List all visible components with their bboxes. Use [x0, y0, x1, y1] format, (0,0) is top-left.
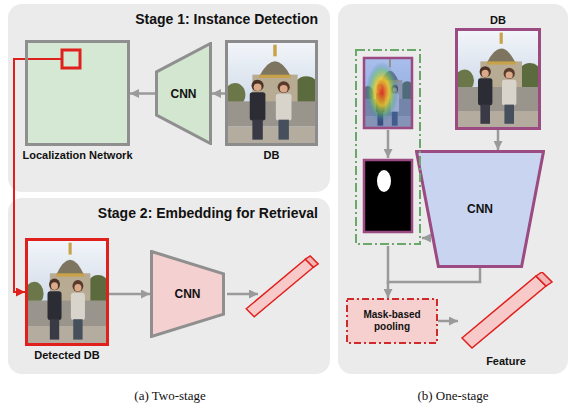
image-box: DB [225, 40, 318, 161]
arrow-connector [497, 130, 500, 150]
image-frame [364, 160, 412, 232]
sub-caption: (b) One-stage [417, 388, 488, 403]
mask-image [364, 160, 412, 232]
arrow-connector [109, 293, 150, 296]
arrow [387, 130, 390, 158]
vector-end [536, 272, 552, 286]
arrow-connector [438, 320, 458, 323]
cnn-trapezoid: CNN [415, 150, 545, 268]
image-box: DB [455, 14, 541, 130]
stage-panel: Stage 2: Embedding for RetrievalDetected… [8, 198, 330, 374]
node-label: DB [490, 14, 506, 26]
vector-end [305, 256, 318, 267]
heatmap-tint [364, 58, 412, 128]
arrow-connector [212, 92, 225, 95]
stage-panel: Stage 1: Instance DetectionLocalization … [8, 4, 330, 192]
node-label: DB [264, 149, 280, 161]
sub-caption: (a) Two-stage [134, 388, 205, 403]
cnn-label: CNN [467, 202, 493, 216]
node-label: Feature [486, 355, 526, 367]
heatmap-photo [362, 58, 415, 128]
panel-heading: Stage 2: Embedding for Retrieval [8, 198, 330, 221]
trapezoid [152, 252, 224, 337]
merge-line [387, 246, 390, 284]
heatmap-spot [366, 62, 398, 122]
feature-vector [246, 256, 318, 317]
image-box: Detected DB [25, 238, 109, 361]
arrow [422, 237, 431, 240]
vector-face [462, 276, 546, 348]
arrow-connector [14, 59, 25, 292]
node-label: Detected DB [34, 349, 99, 361]
arrow [227, 293, 258, 296]
image-frame [364, 58, 412, 128]
vector-outline [458, 272, 554, 352]
arrow-connector [388, 268, 480, 298]
dash-dot-frame [356, 50, 420, 244]
caption-holder: (b) One-stage [417, 386, 488, 404]
node-label: Localization Network [22, 149, 132, 161]
feature-vector: Feature [458, 272, 554, 367]
frame [455, 28, 541, 130]
panel-heading: Stage 1: Instance Detection [8, 4, 330, 27]
vector-face [246, 259, 313, 317]
frame [25, 238, 109, 346]
photo [455, 31, 543, 127]
panel-background [338, 4, 568, 374]
pooling-label: Mask-based pooling [346, 309, 438, 333]
trapezoid [417, 152, 544, 267]
localization-box: Localization Network [22, 40, 132, 161]
photo [25, 241, 111, 343]
frame [25, 40, 130, 146]
trapezoid [157, 44, 211, 144]
cnn-trapezoid: CNN [150, 250, 225, 338]
caption-holder: (a) Two-stage [134, 386, 205, 404]
frame [225, 40, 318, 146]
cnn-trapezoid: CNN [155, 42, 212, 145]
mask-blob [377, 170, 391, 192]
cnn-label: CNN [171, 87, 197, 101]
pooling-box: Mask-based pooling [346, 298, 438, 344]
detection-box [62, 50, 80, 68]
photo [225, 43, 321, 143]
dash-dot-box [347, 299, 437, 343]
detection-lead [28, 58, 62, 60]
arrow-connector [130, 92, 155, 95]
cnn-label: CNN [175, 287, 201, 301]
connectors [14, 59, 498, 321]
